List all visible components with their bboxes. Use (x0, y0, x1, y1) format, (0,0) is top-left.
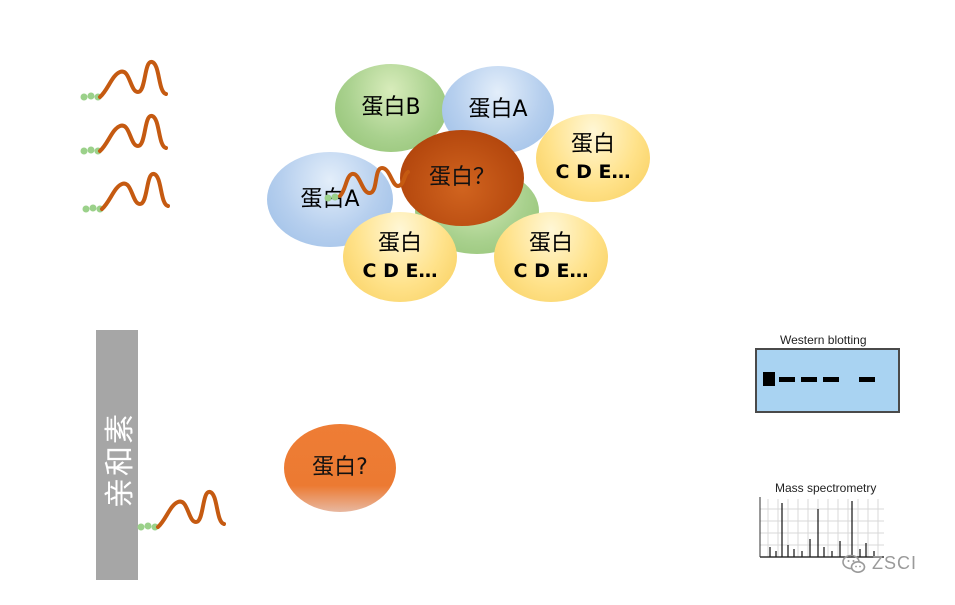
watermark: ZSCI (842, 553, 917, 574)
protein-b-label: 蛋白B (361, 95, 421, 121)
blot-band-5 (859, 377, 875, 382)
captured-probe (137, 490, 226, 531)
wechat-icon (842, 554, 866, 573)
bound-probe (324, 165, 410, 202)
blot-band-1 (763, 372, 775, 386)
protein-cde-bottom-left-bubble: 蛋白 C D E… (343, 212, 457, 302)
protein-unknown-center-label: 蛋白？ (428, 165, 495, 191)
western-blot-panel (755, 348, 900, 413)
protein-cde-bottom-right-line2: C D E… (513, 260, 589, 283)
protein-unknown-bottom-bubble: 蛋白? (284, 424, 396, 512)
protein-unknown-bottom-label: 蛋白? (312, 455, 368, 481)
mass-spec-title: Mass spectrometry (775, 481, 877, 495)
blot-band-4 (823, 377, 839, 382)
biotin-probe-1 (80, 60, 168, 101)
protein-cde-right-line1: 蛋白 (570, 132, 615, 158)
protein-cde-right-line2: C D E… (555, 161, 631, 184)
protein-b-bubble: 蛋白B (335, 64, 447, 152)
protein-a-top-label: 蛋白A (468, 97, 528, 123)
biotin-probe-2 (80, 114, 168, 155)
protein-cde-right-bubble: 蛋白 C D E… (536, 114, 650, 202)
protein-cde-bottom-right-line1: 蛋白 (528, 231, 573, 257)
protein-cde-bottom-right-bubble: 蛋白 C D E… (494, 212, 608, 302)
watermark-text: ZSCI (872, 553, 918, 573)
blot-band-3 (801, 377, 817, 382)
western-blot-title: Western blotting (780, 333, 867, 347)
protein-unknown-center-bubble: 蛋白？ (400, 130, 524, 226)
blot-band-2 (779, 377, 795, 382)
protein-cde-bottom-left-line2: C D E… (362, 260, 438, 283)
biotin-probe-3 (82, 172, 170, 213)
affinity-matrix-bar: 亲和素 (96, 330, 138, 580)
mass-spec-panel (759, 497, 884, 558)
protein-cde-bottom-left-line1: 蛋白 (377, 231, 422, 257)
